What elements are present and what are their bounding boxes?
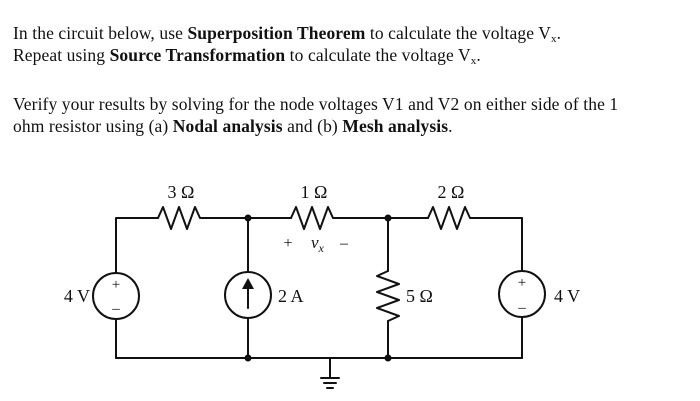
bold-term-source-transformation: Source Transformation — [109, 45, 286, 65]
resistor-2-ohm — [427, 206, 475, 230]
subscript-x: x — [550, 33, 557, 45]
text-segment: and (b) — [282, 116, 343, 136]
problem-paragraph-2: Verify your results by solving for the n… — [13, 93, 618, 137]
r2-label: 1 Ω — [301, 182, 328, 202]
text-segment: ohm resistor using (a) — [13, 116, 173, 136]
vx-minus: – — [339, 235, 349, 252]
vx-label: vx — [311, 233, 325, 255]
vs-right-plus: + — [518, 275, 526, 291]
vs-left-label: 4 V — [64, 286, 90, 306]
junction-bottom-mid — [244, 354, 252, 362]
wire-top-left — [115, 217, 159, 241]
junction-node-v2 — [384, 214, 392, 222]
is-label: 2 A — [278, 286, 304, 306]
text-segment: Repeat using — [13, 45, 110, 65]
text-segment: . — [556, 23, 562, 43]
bold-term-superposition: Superposition Theorem — [187, 23, 366, 43]
vx-main: v — [311, 233, 319, 252]
text-segment: In the circuit below, use — [13, 23, 188, 43]
problem-line-4: ohm resistor using (a) Nodal analysis an… — [13, 115, 618, 137]
vx-plus: + — [283, 235, 292, 252]
wire-top-right — [473, 217, 523, 271]
problem-line-3: Verify your results by solving for the n… — [13, 93, 618, 115]
text-segment: to calculate the voltage V — [365, 23, 551, 43]
resistor-5-ohm — [376, 270, 400, 322]
vs-left-minus: – — [111, 301, 120, 317]
text-segment: . — [476, 45, 481, 65]
text-segment: . — [448, 116, 453, 136]
resistor-3-ohm — [157, 206, 205, 230]
text-segment: to calculate the voltage V — [285, 45, 471, 65]
text-segment: Verify your results by solving for the n… — [13, 94, 619, 114]
problem-line-1: In the circuit below, use Superposition … — [13, 22, 562, 45]
r1-label: 3 Ω — [168, 182, 195, 202]
bold-term-nodal-analysis: Nodal analysis — [172, 116, 283, 136]
subscript-x: x — [470, 55, 477, 67]
ground-symbol — [320, 377, 340, 389]
problem-line-2: Repeat using Source Transformation to ca… — [13, 44, 561, 67]
r4-label: 5 Ω — [406, 286, 433, 306]
junction-node-v1 — [244, 214, 252, 222]
vs-left-plus: + — [112, 277, 120, 293]
vs-right-minus: – — [517, 300, 526, 316]
resistor-1-ohm — [290, 206, 338, 230]
vs-right-label: 4 V — [554, 286, 580, 306]
junction-bottom-r5 — [384, 354, 392, 362]
problem-paragraph-1: In the circuit below, use Superposition … — [13, 22, 562, 67]
vx-sub: x — [318, 241, 325, 255]
bold-term-mesh-analysis: Mesh analysis — [342, 116, 449, 136]
r3-label: 2 Ω — [438, 182, 465, 202]
current-arrow-head — [242, 278, 254, 289]
